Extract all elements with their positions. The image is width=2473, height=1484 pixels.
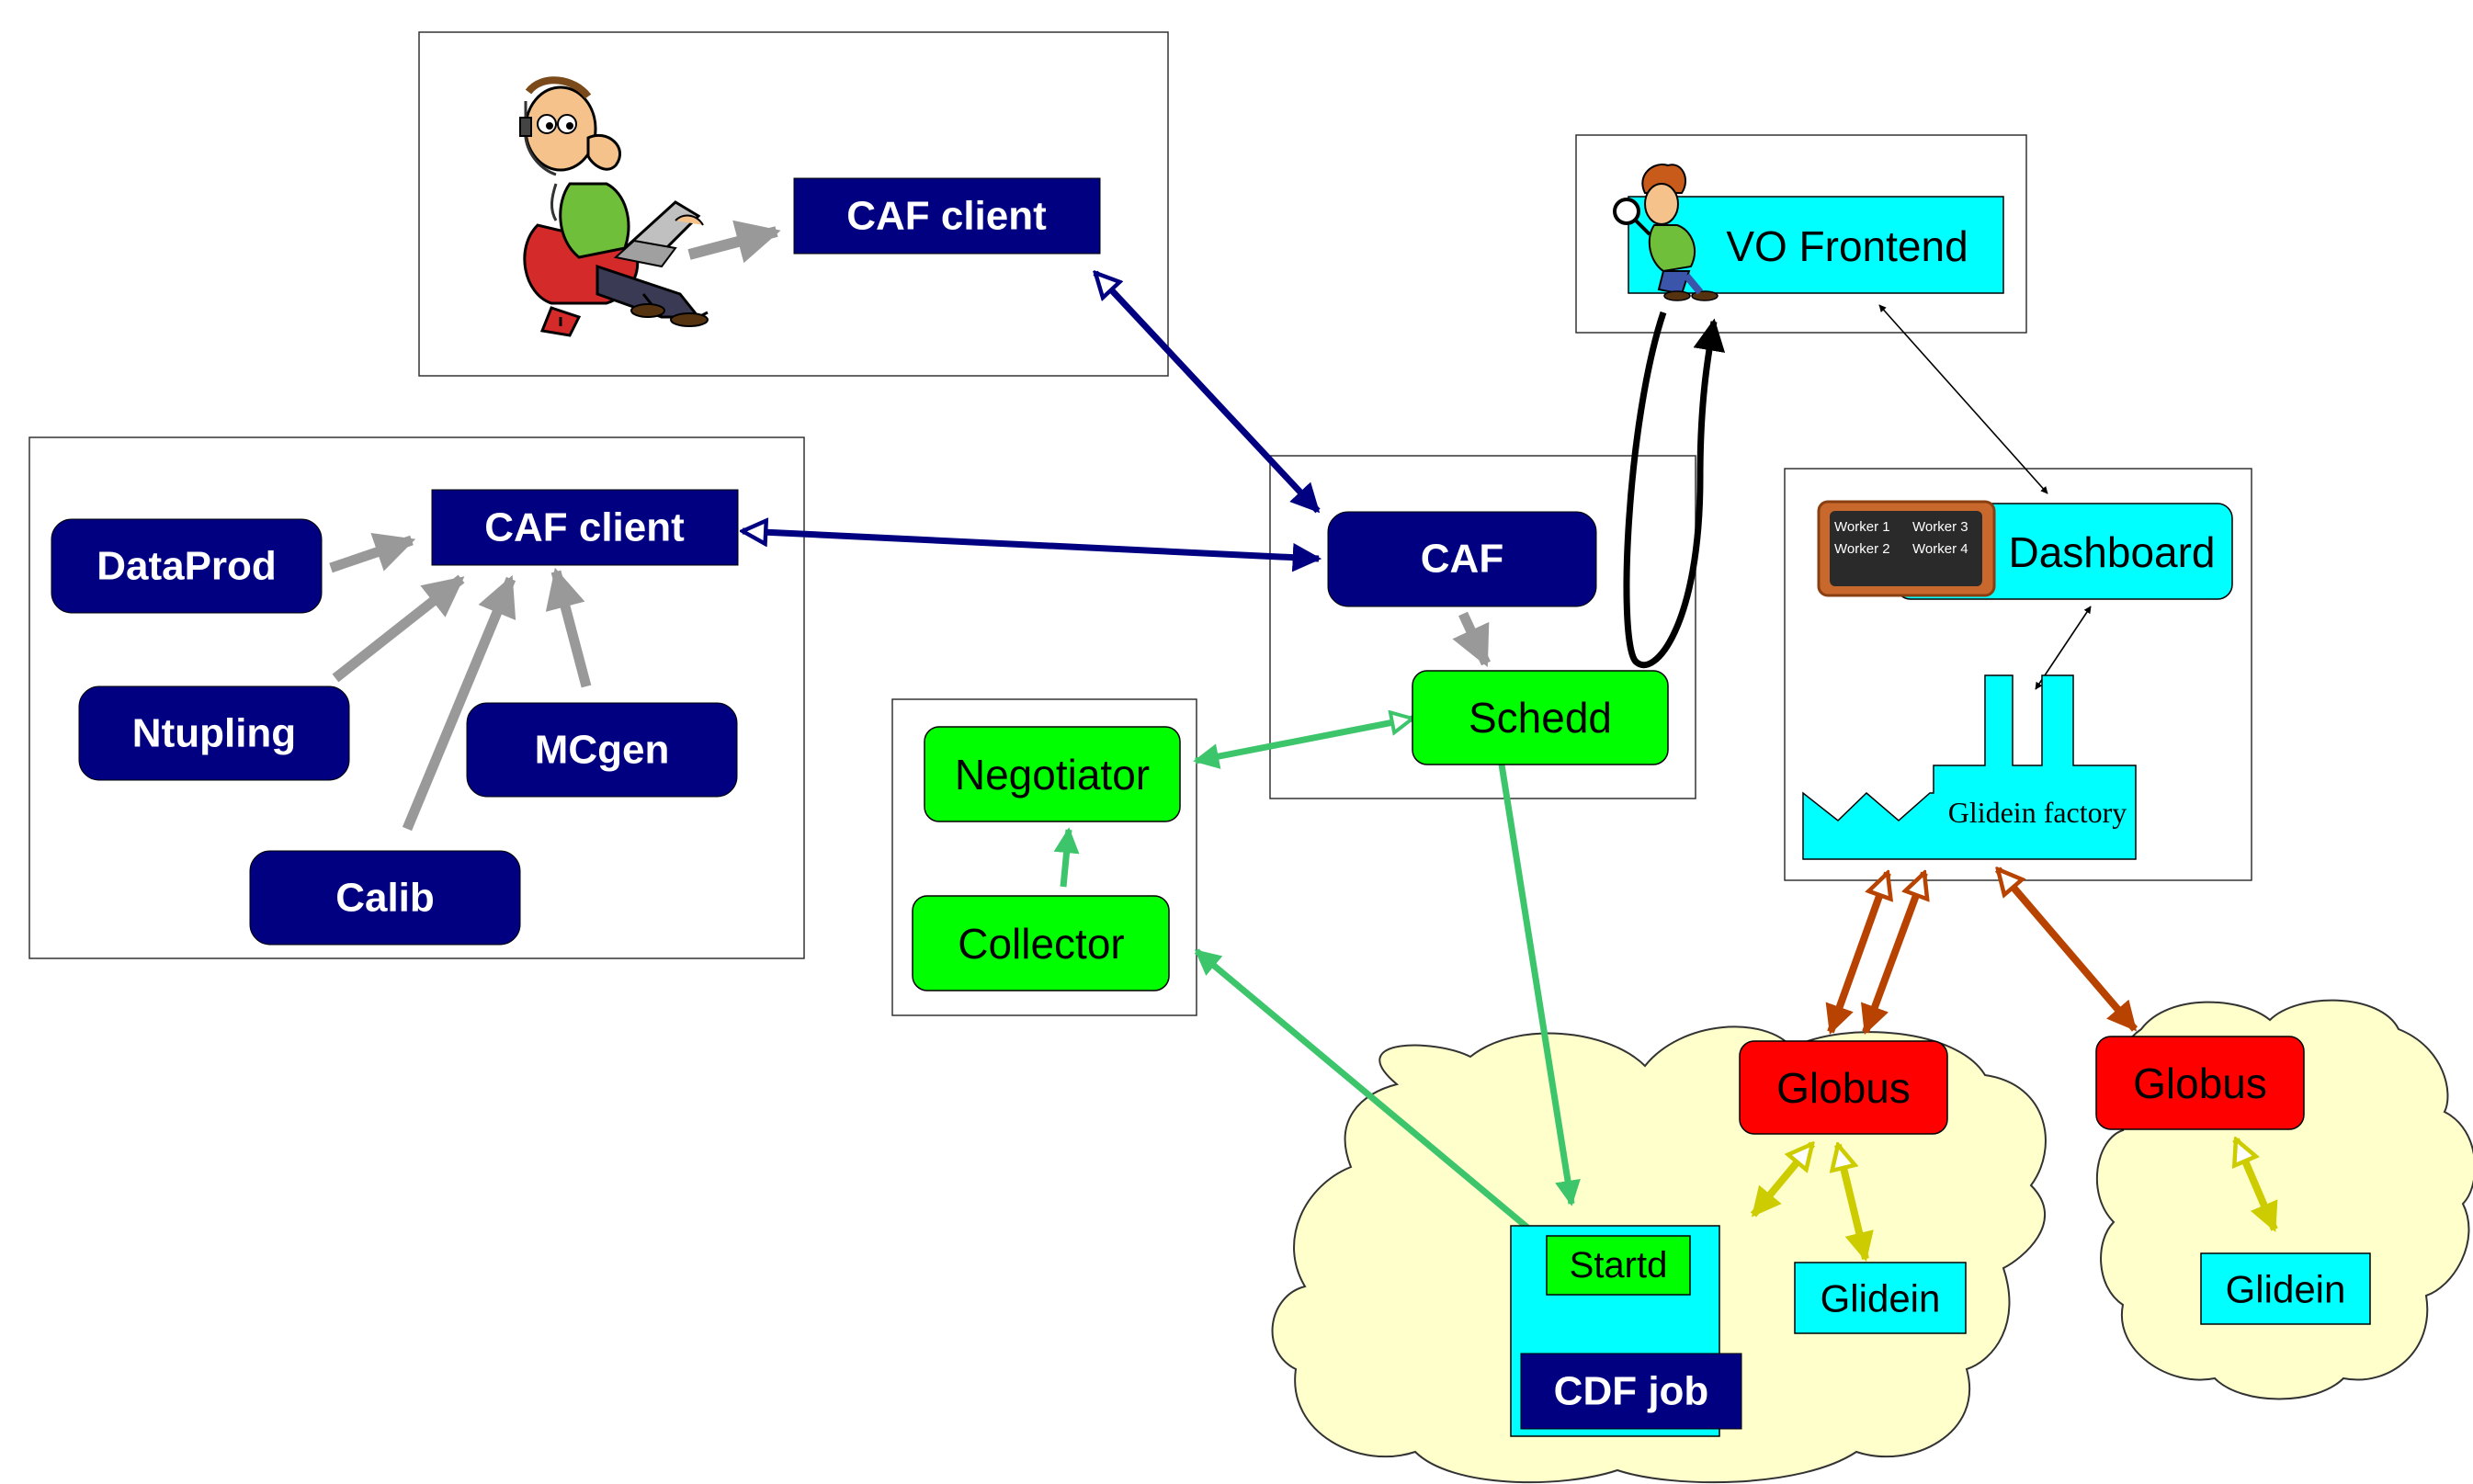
monitor-screen-icon: Worker 1 Worker 3 Worker 2 Worker 4 <box>1817 500 1996 597</box>
arrow-calib-to-client <box>402 574 516 832</box>
arrow-factory-globus-2 <box>1998 869 2138 1032</box>
arrow-caf-to-schedd <box>1452 611 1491 667</box>
globus-node-2 <box>2095 1036 2305 1130</box>
glidein-node-1 <box>1794 1262 1967 1334</box>
globus-node-1 <box>1739 1040 1948 1135</box>
monitor-worker-3: Worker 3 <box>1912 519 1968 535</box>
cdf-job-label: CDF job <box>1554 1369 1709 1414</box>
ntupling-node <box>78 685 350 781</box>
monitor-worker-4: Worker 4 <box>1912 541 1968 557</box>
glidein-factory-label: Glidein factory <box>1948 796 2127 829</box>
caf-node <box>1327 511 1597 607</box>
apps-caf-client-node <box>431 489 739 566</box>
collector-label: Collector <box>958 920 1125 968</box>
user-caf-client-node <box>793 177 1101 255</box>
dataprod-node <box>51 518 323 614</box>
glidein-label-2: Glidein <box>2226 1268 2346 1311</box>
arrow-negotiator-schedd <box>1196 719 1412 761</box>
negotiator-node <box>924 726 1181 822</box>
arrow-globus-glidein-2 <box>2236 1139 2278 1229</box>
arrow-globus-glidein-1 <box>1838 1145 1866 1259</box>
dashboard-label: Dashboard <box>2008 528 2215 576</box>
globus-label-1: Globus <box>1776 1064 1911 1112</box>
arrow-schedd-frontend-loop <box>1623 311 1726 669</box>
arrow-factory-globus-1a <box>1831 873 1888 1032</box>
arrow-user-to-client <box>687 220 781 264</box>
globus-label-2: Globus <box>2133 1059 2267 1107</box>
arrow-dataprod-to-client <box>329 532 416 573</box>
negotiator-label: Negotiator <box>955 751 1150 799</box>
calib-node <box>249 850 521 946</box>
dataprod-label: DataProd <box>96 544 277 589</box>
calib-label: Calib <box>335 876 435 921</box>
arrow-schedd-to-startd <box>1498 764 1581 1206</box>
vo-frontend-label: VO Frontend <box>1726 222 1968 270</box>
monitor-worker-2: Worker 2 <box>1834 541 1890 557</box>
collector-node <box>912 895 1170 991</box>
inspector-cartoon-icon <box>1613 164 1719 301</box>
caf-label: CAF <box>1421 537 1503 582</box>
mcgen-node <box>466 702 738 798</box>
arrow-apps-client-to-caf <box>743 531 1319 559</box>
user-cartoon-icon <box>519 76 709 337</box>
apps-caf-client-label: CAF client <box>484 505 685 550</box>
ntupling-label: Ntupling <box>132 711 296 756</box>
arrow-user-client-to-caf <box>1095 273 1321 514</box>
schedd-node <box>1412 670 1669 765</box>
startd-label: Startd <box>1570 1245 1668 1286</box>
user-caf-client-label: CAF client <box>846 194 1047 239</box>
arrow-globus-startd <box>1750 1144 1812 1218</box>
arrow-frontend-dashboard <box>1878 304 2048 494</box>
cdf-job-node <box>1520 1353 1742 1430</box>
arrow-factory-globus-1b <box>1866 873 1924 1032</box>
schedd-label: Schedd <box>1469 694 1612 742</box>
factory-building-icon <box>1802 674 2137 860</box>
arrow-startd-to-collector <box>1194 948 1551 1248</box>
glidein-node-2 <box>2200 1252 2371 1325</box>
arrow-collector-to-negotiator <box>1053 827 1080 888</box>
startd-node <box>1546 1235 1691 1296</box>
glidein-label-1: Glidein <box>1821 1277 1941 1320</box>
arrow-ntupling-to-client <box>332 574 465 683</box>
mcgen-label: MCgen <box>535 728 670 773</box>
monitor-worker-1: Worker 1 <box>1834 519 1890 535</box>
arrow-mcgen-to-client <box>545 567 592 688</box>
